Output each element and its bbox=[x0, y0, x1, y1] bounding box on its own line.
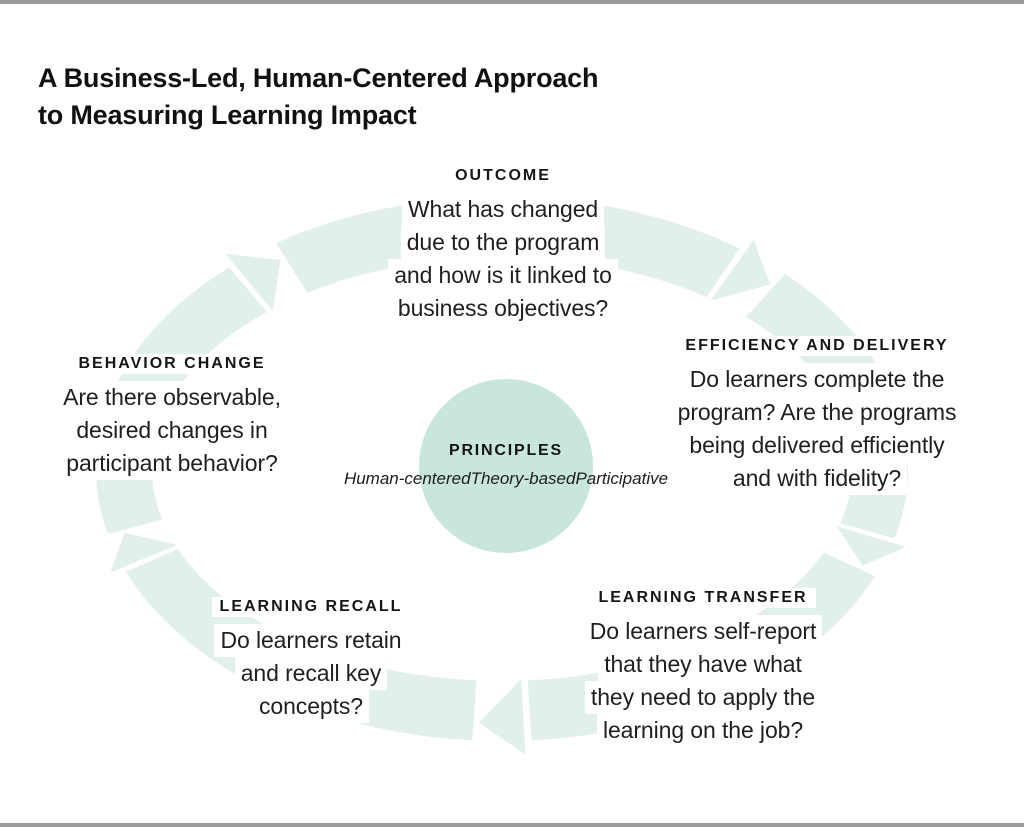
stage-heading-efficiency-and-delivery: EFFICIENCY AND DELIVERY bbox=[627, 336, 1007, 356]
stage-heading-label: BEHAVIOR CHANGE bbox=[70, 354, 274, 374]
text-line: What has changed bbox=[401, 193, 605, 226]
text-line: Do learners complete the bbox=[683, 363, 951, 396]
text-line: desired changes in bbox=[70, 414, 274, 447]
stage-heading-label: LEARNING RECALL bbox=[211, 597, 411, 617]
text-line: Theory-based bbox=[470, 469, 576, 488]
stage-heading-label: LEARNING TRANSFER bbox=[590, 588, 816, 608]
stage-heading-outcome: OUTCOME bbox=[293, 166, 713, 186]
text-line: being delivered efficiently bbox=[683, 429, 951, 462]
stage-learning-transfer: LEARNING TRANSFER Do learners self-repor… bbox=[533, 588, 873, 747]
principles-heading: PRINCIPLES bbox=[448, 442, 563, 459]
arrow-icon bbox=[478, 678, 526, 755]
text-line: due to the program bbox=[400, 226, 606, 259]
text-line: participant behavior? bbox=[60, 447, 284, 480]
text-line: and recall key bbox=[234, 657, 388, 690]
stage-heading-learning-recall: LEARNING RECALL bbox=[161, 597, 461, 617]
text-line: learning on the job? bbox=[596, 714, 810, 747]
arrow-icon bbox=[836, 526, 907, 566]
arrow-icon bbox=[225, 253, 281, 311]
text-line: to Measuring Learning Impact bbox=[38, 100, 417, 131]
text-line: Human-centered bbox=[343, 469, 471, 488]
text-line: and with fidelity? bbox=[726, 462, 908, 495]
text-line: business objectives? bbox=[391, 292, 615, 325]
stage-heading-learning-transfer: LEARNING TRANSFER bbox=[533, 588, 873, 608]
text-line: Participative bbox=[575, 469, 669, 488]
text-line: A Business-Led, Human-Centered Approach bbox=[38, 63, 599, 94]
stage-behavior-change: BEHAVIOR CHANGE Are there observable,des… bbox=[12, 354, 332, 480]
stage-heading-label: EFFICIENCY AND DELIVERY bbox=[677, 336, 957, 356]
text-line: and how is it linked to bbox=[388, 259, 618, 292]
principles-circle: PRINCIPLES Human-centeredTheory-basedPar… bbox=[344, 379, 668, 553]
text-line: concepts? bbox=[253, 690, 369, 723]
text-line: Do learners retain bbox=[214, 624, 408, 657]
text-line: Are there observable, bbox=[57, 381, 287, 414]
top-border-bar bbox=[0, 0, 1024, 4]
text-line: they need to apply the bbox=[584, 681, 822, 714]
page-title: A Business-Led, Human-Centered Approach t… bbox=[38, 60, 598, 134]
principles-list: Human-centeredTheory-basedParticipative bbox=[344, 468, 668, 490]
arrow-icon bbox=[110, 533, 178, 573]
text-line: that they have what bbox=[598, 648, 808, 681]
stage-efficiency-and-delivery: EFFICIENCY AND DELIVERY Do learners comp… bbox=[627, 336, 1007, 495]
bottom-border-bar bbox=[0, 823, 1024, 827]
text-line: Do learners self-report bbox=[583, 615, 823, 648]
arrow-icon bbox=[710, 240, 770, 301]
stage-heading-label: OUTCOME bbox=[447, 166, 559, 186]
stage-heading-behavior-change: BEHAVIOR CHANGE bbox=[12, 354, 332, 374]
text-line: program? Are the programs bbox=[671, 396, 963, 429]
